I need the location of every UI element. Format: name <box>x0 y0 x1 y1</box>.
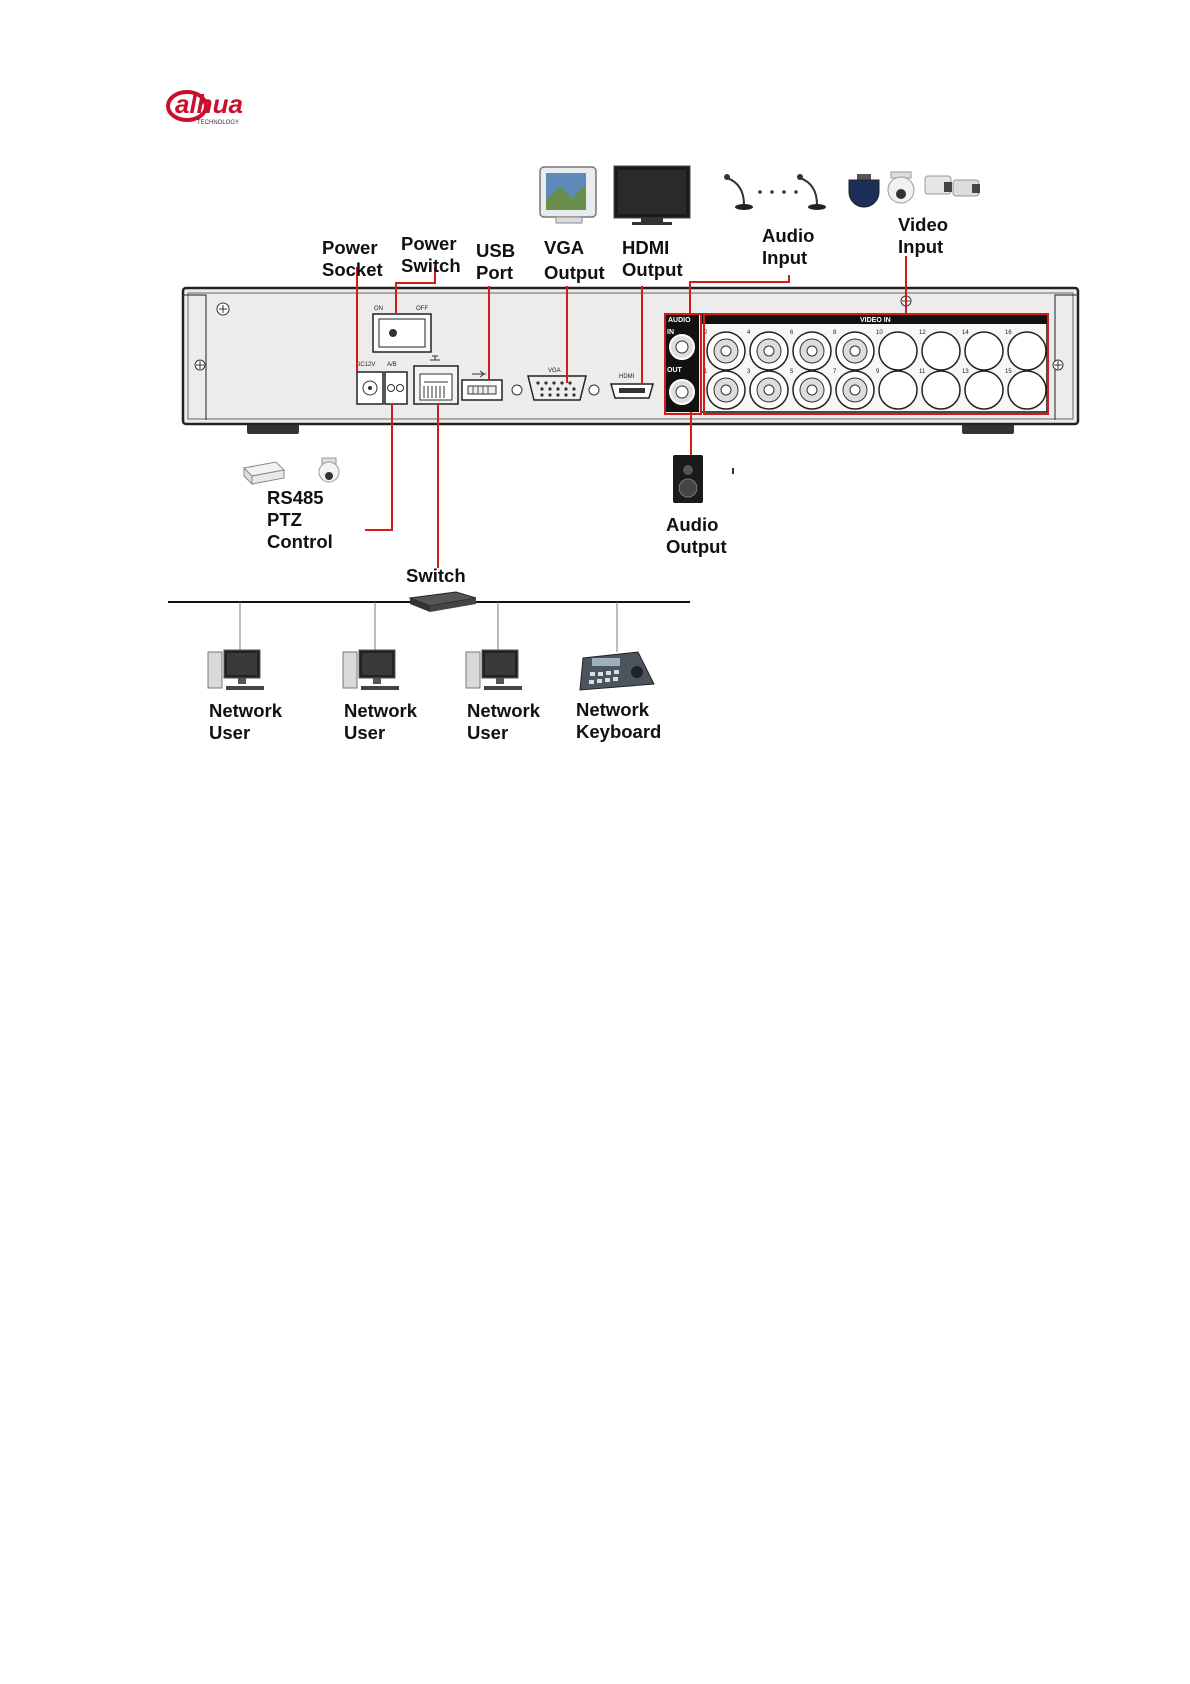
bnc-channel-label: 13 <box>962 369 969 375</box>
bnc-channel-label: 12 <box>919 330 926 336</box>
hdmi-port-label: HDMI <box>619 374 635 380</box>
network-keyboard-icon <box>580 652 654 690</box>
ptz-dome-icon <box>319 458 339 482</box>
vga-monitor-icon <box>540 167 596 223</box>
network-pc-icon <box>466 650 522 690</box>
ab-label: A/B <box>387 362 397 368</box>
speaker-icon <box>673 455 734 503</box>
bnc-channel-label: 15 <box>1005 369 1012 375</box>
audio-port-block: AUDIO IN OUT <box>665 314 699 412</box>
audio-out-label: OUT <box>667 367 683 374</box>
bnc-channel-label: 10 <box>876 330 883 336</box>
rs485-decoder-icon <box>244 462 284 484</box>
network-pc-icon <box>343 650 399 690</box>
camera-icons <box>849 172 980 207</box>
network-pc-icon <box>208 650 264 690</box>
hdmi-tv-icon <box>614 166 690 225</box>
network-pc-icons <box>208 650 522 690</box>
vga-port-label: VGA <box>548 368 561 374</box>
audio-in-label: IN <box>667 329 674 336</box>
bnc-channel-label: 11 <box>919 369 926 375</box>
switch-on-label: ON <box>374 306 383 312</box>
bnc-channel-label: 16 <box>1005 330 1012 336</box>
network-switch-icon <box>410 592 476 612</box>
audio-strip-label: AUDIO <box>668 317 691 324</box>
dvr-rear-panel: ON OFF DC12V A/B <box>183 288 1078 434</box>
video-in-strip-label: VIDEO IN <box>860 317 891 324</box>
switch-label: Switch <box>406 565 466 587</box>
bnc-channel-label: 14 <box>962 330 969 336</box>
microphone-icons <box>724 174 826 210</box>
audio-out-connector[interactable] <box>670 380 694 404</box>
dc-label: DC12V <box>356 362 375 368</box>
connection-diagram: ON OFF DC12V A/B <box>0 0 1190 760</box>
audio-in-connector[interactable] <box>670 335 694 359</box>
switch-off-label: OFF <box>416 306 428 312</box>
